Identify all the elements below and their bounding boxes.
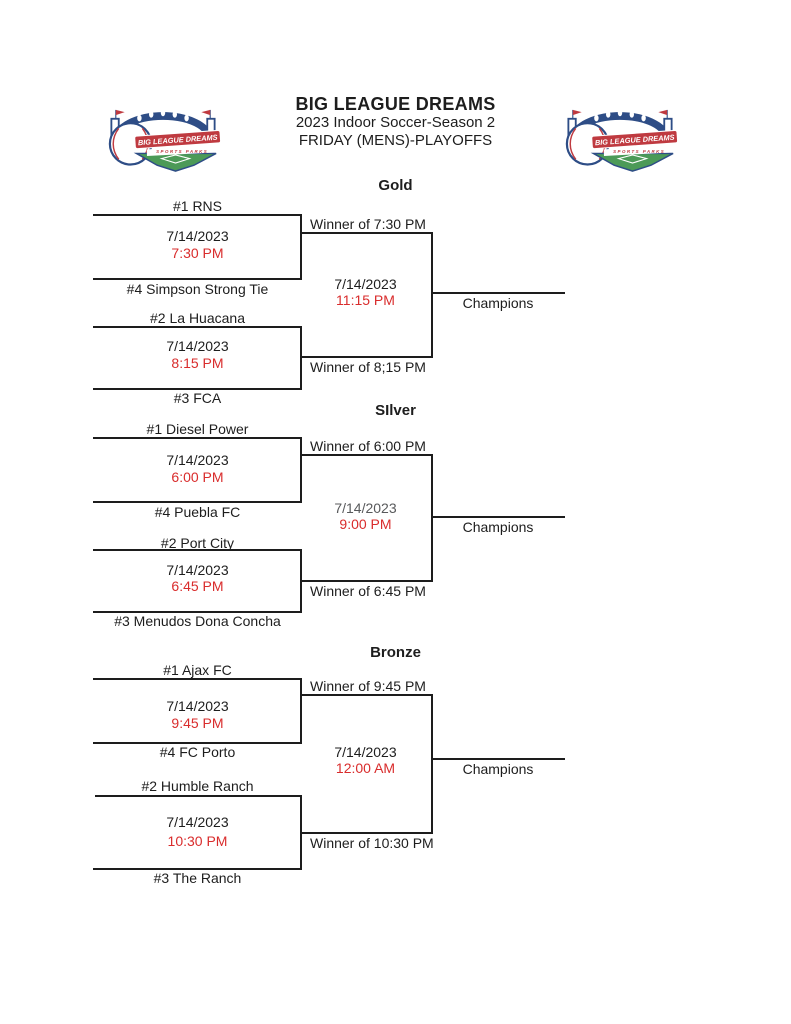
flag-icon — [201, 109, 211, 116]
team-label: #3 Menudos Dona Concha — [114, 613, 281, 629]
match-time: 7:30 PM — [171, 245, 224, 261]
silver-match2-bottom-line — [93, 611, 302, 613]
bronze-match2-bottom-line — [93, 868, 302, 870]
winner-label: Winner of 10:30 PM — [310, 835, 434, 851]
team-label: #4 Puebla FC — [154, 504, 241, 520]
winner-label: Winner of 6:00 PM — [310, 438, 426, 454]
team-label: #3 The Ranch — [153, 870, 242, 886]
champion-label: Champions — [462, 761, 534, 777]
flag-icon — [658, 109, 668, 116]
bronze-semifinal-top-line — [300, 694, 433, 696]
team-label: #2 Humble Ranch — [141, 778, 254, 794]
logo-tagline-text: SPORTS PARKS — [613, 149, 665, 154]
bronze-final-line — [431, 694, 433, 834]
gold-match1-right-line — [300, 214, 302, 280]
team-label: #4 Simpson Strong Tie — [126, 281, 269, 297]
silver-final-line — [431, 454, 433, 582]
team-label: #3 FCA — [173, 390, 222, 406]
team-label: #1 RNS — [172, 198, 223, 214]
match-date: 7/14/2023 — [166, 338, 229, 354]
bronze-semifinal-bottom-line — [300, 832, 433, 834]
logo-tagline-text: SPORTS PARKS — [156, 149, 208, 154]
big-league-dreams-logo: SPORTS PARKS BIG LEAGUE DREAMS — [108, 109, 222, 172]
final-time: 11:15 PM — [336, 292, 395, 308]
team-label: #4 FC Porto — [159, 744, 236, 760]
final-date: 7/14/2023 — [334, 276, 397, 292]
winner-label: Winner of 9:45 PM — [310, 678, 426, 694]
match-time: 6:00 PM — [171, 469, 224, 485]
flag-icon — [115, 109, 125, 116]
silver-semifinal-top-line — [300, 454, 433, 456]
match-time: 10:30 PM — [167, 833, 228, 849]
team-label: #1 Ajax FC — [163, 662, 232, 678]
silver-match2-top-line — [93, 549, 302, 551]
big-league-dreams-logo: SPORTS PARKS BIG LEAGUE DREAMS — [565, 109, 679, 172]
bracket-title-silver: SIlver — [375, 402, 416, 419]
winner-label: Winner of 8;15 PM — [310, 359, 426, 375]
page-subtitle-division: FRIDAY (MENS)-PLAYOFFS — [298, 132, 493, 149]
winner-label: Winner of 7:30 PM — [310, 216, 426, 232]
silver-semifinal-bottom-line — [300, 580, 433, 582]
team-label: #1 Diesel Power — [146, 421, 249, 437]
bronze-match1-top-line — [93, 678, 302, 680]
bracket-title-gold: Gold — [378, 177, 413, 194]
match-date: 7/14/2023 — [166, 452, 229, 468]
field-graphic — [133, 145, 217, 172]
match-date: 7/14/2023 — [166, 228, 229, 244]
logo-banner: BIG LEAGUE DREAMS — [134, 129, 222, 150]
logo-banner: BIG LEAGUE DREAMS — [591, 129, 679, 150]
gold-semifinal-bottom-line — [300, 356, 433, 358]
gold-match2-top-line — [93, 326, 302, 328]
silver-match1-right-line — [300, 437, 302, 503]
bracket-title-bronze: Bronze — [370, 644, 421, 661]
champion-label: Champions — [462, 519, 534, 535]
gold-champion-line — [431, 292, 565, 294]
silver-match1-top-line — [93, 437, 302, 439]
final-time: 9:00 PM — [339, 516, 392, 532]
field-graphic — [590, 145, 674, 172]
bronze-match2-top-line — [95, 795, 302, 797]
gold-match2-right-line — [300, 326, 302, 390]
gold-final-line — [431, 232, 433, 358]
match-time: 6:45 PM — [171, 578, 224, 594]
final-time: 12:00 AM — [335, 760, 396, 776]
match-date: 7/14/2023 — [166, 814, 229, 830]
bronze-match1-right-line — [300, 678, 302, 744]
final-date: 7/14/2023 — [334, 500, 397, 516]
flag-icon — [572, 109, 582, 116]
stadium-graphic — [110, 109, 216, 139]
team-label: #2 La Huacana — [150, 310, 245, 326]
match-date: 7/14/2023 — [166, 562, 229, 578]
silver-champion-line — [431, 516, 565, 518]
match-date: 7/14/2023 — [166, 698, 229, 714]
gold-match1-top-line — [93, 214, 302, 216]
gold-match2-bottom-line — [93, 388, 302, 390]
match-time: 8:15 PM — [171, 355, 224, 371]
page-subtitle-season: 2023 Indoor Soccer-Season 2 — [295, 114, 496, 131]
gold-match1-bottom-line — [93, 278, 302, 280]
silver-match1-bottom-line — [93, 501, 302, 503]
bronze-champion-line — [431, 758, 565, 760]
page-title: BIG LEAGUE DREAMS — [295, 94, 496, 114]
winner-label: Winner of 6:45 PM — [310, 583, 426, 599]
final-date: 7/14/2023 — [334, 744, 397, 760]
gold-semifinal-top-line — [300, 232, 433, 234]
champion-label: Champions — [462, 295, 534, 311]
match-time: 9:45 PM — [171, 715, 224, 731]
bronze-match1-bottom-line — [93, 742, 302, 744]
team-label: #2 Port City — [160, 535, 235, 551]
